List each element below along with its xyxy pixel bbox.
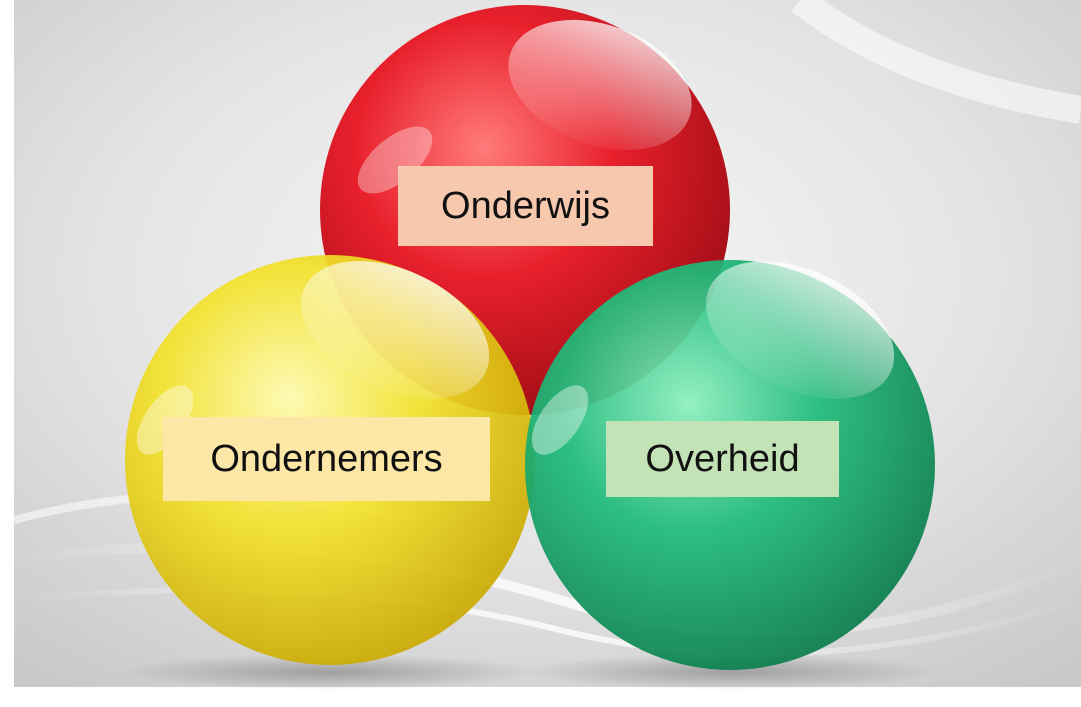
label-ondernemers: Ondernemers [163, 417, 490, 501]
label-overheid: Overheid [606, 421, 839, 497]
shadow-green [520, 654, 940, 690]
shadow-yellow [120, 654, 540, 690]
label-onderwijs: Onderwijs [398, 166, 653, 246]
